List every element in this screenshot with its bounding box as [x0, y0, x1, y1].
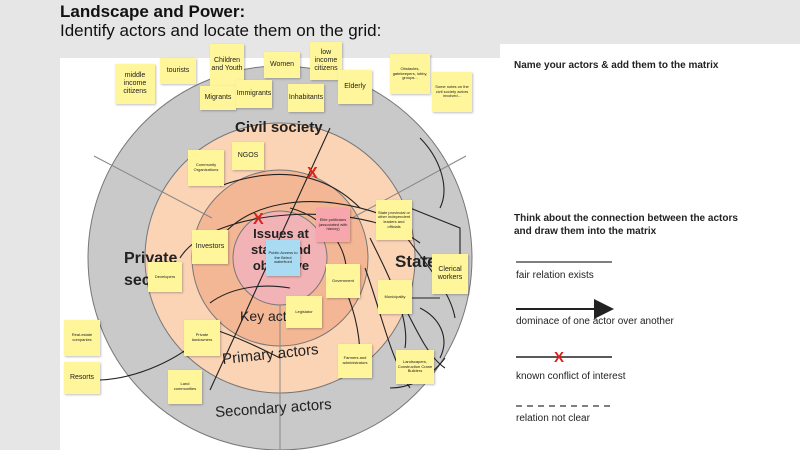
conflict-mark-ngos: X [307, 165, 318, 182]
note-migrants[interactable]: Migrants [200, 86, 236, 110]
legend-conflict-label: known conflict of interest [516, 371, 626, 382]
page-subtitle: Identify actors and locate them on the g… [60, 21, 382, 40]
legend-dominance-label: dominace of one actor over another [516, 316, 674, 327]
connection-clerical [409, 207, 461, 258]
legend-unclear-label: relation not clear [516, 413, 590, 424]
stakeholder-board[interactable]: X X Civil society Key actors Primary act… [60, 42, 500, 450]
note-immigrants[interactable]: Immigrants [236, 80, 272, 108]
connection-developers [209, 285, 291, 304]
conflict-mark-center: X [253, 211, 264, 228]
note-middle-income[interactable]: middle income citizens [115, 64, 155, 104]
note-public-access[interactable]: Public Access to the Beirut waterfront [266, 240, 300, 276]
connections-instruction: Think about the connection between the a… [514, 213, 738, 237]
connection-note-top [419, 137, 445, 209]
divider-left [93, 155, 213, 219]
note-low-income[interactable]: low income citizens [310, 42, 342, 80]
note-developers[interactable]: Developers [148, 262, 182, 292]
note-farmers[interactable]: Farmers and administrators [338, 344, 372, 378]
legend-conflict-mark: X [554, 349, 564, 366]
note-inhabitants[interactable]: Inhabitants [288, 84, 324, 112]
note-small-top2[interactable]: Some notes on the civil society actors i… [432, 72, 472, 112]
divider-right [351, 155, 467, 219]
connection-ngos [219, 173, 361, 209]
note-investors[interactable]: Investors [192, 230, 228, 264]
connection-muni-right [419, 307, 445, 359]
note-private-landowners[interactable]: Private landowners [184, 320, 220, 356]
instructions-panel: Name your actors & add them to the matri… [500, 44, 800, 450]
note-clerical[interactable]: Clerical workers [432, 254, 468, 294]
note-government[interactable]: Government [326, 264, 360, 298]
note-state-provincial[interactable]: State provincial or other independent le… [376, 200, 412, 240]
note-elite-politicians[interactable]: Elite politicians (associated with histo… [316, 208, 350, 242]
civil-society-label: Civil society [235, 119, 323, 136]
state-label: State [395, 252, 437, 271]
note-resorts[interactable]: Resorts [64, 362, 100, 394]
note-landscapers[interactable]: Landscapers, Construction Crane Builders [396, 350, 434, 384]
note-real-estate[interactable]: Real-estate companies [64, 320, 100, 356]
note-elderly[interactable]: Elderly [338, 70, 372, 104]
legend-fair-label: fair relation exists [516, 270, 594, 281]
note-legislator[interactable]: Legislator [286, 296, 322, 328]
note-children-youth[interactable]: Children and Youth [210, 44, 244, 86]
page-title: Landscape and Power: [60, 2, 246, 21]
note-tourists[interactable]: tourists [160, 58, 196, 84]
note-small-top1[interactable]: Obstacles, gatekeepers, lobby, groups... [390, 54, 430, 94]
note-land-communities[interactable]: Land communities [168, 370, 202, 404]
note-ngos[interactable]: NGOS [232, 142, 264, 170]
note-municipality[interactable]: Municipality [378, 280, 412, 314]
legend-graphics: X [516, 261, 614, 407]
note-community-orgs[interactable]: Community Organizations [188, 150, 224, 186]
name-actors-instruction: Name your actors & add them to the matri… [514, 60, 719, 71]
note-women[interactable]: Women [264, 52, 300, 78]
